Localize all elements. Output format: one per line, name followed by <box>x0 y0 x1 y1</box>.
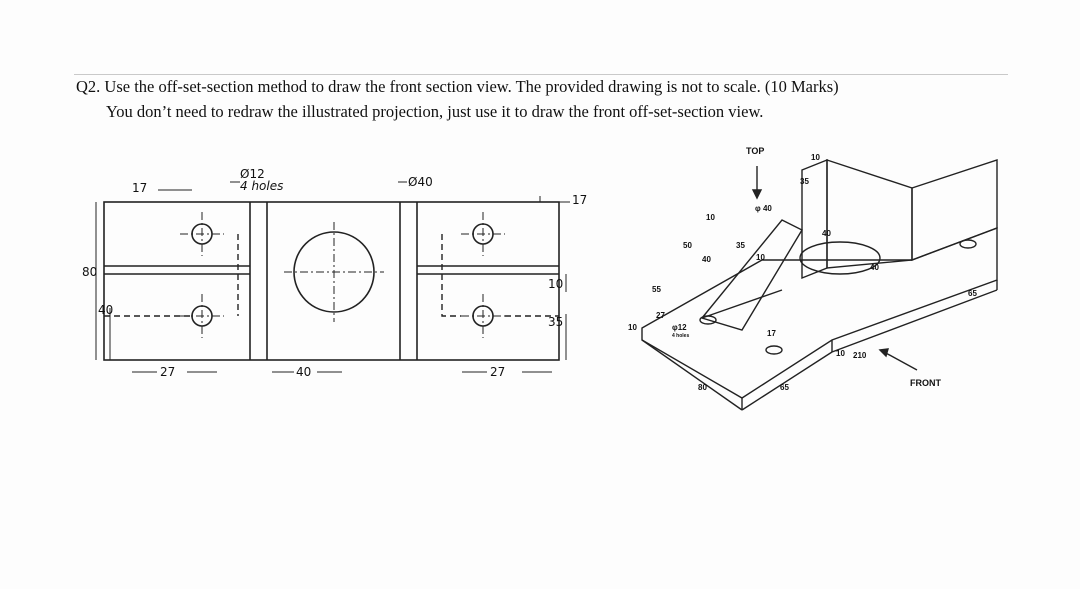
iso-hole-right <box>959 239 977 249</box>
dim-bottom-mid-40: 40 <box>296 365 311 379</box>
iso-dim-10-top: 10 <box>811 153 820 162</box>
iso-dim-10-b: 10 <box>756 253 765 262</box>
iso-hole-count: 4 holes <box>672 333 689 339</box>
iso-dim-40-b: 40 <box>822 229 831 238</box>
center-hole-label: Ø40 <box>408 175 433 189</box>
iso-dim-10-left: 10 <box>628 323 637 332</box>
iso-dim-35-b: 35 <box>736 241 745 250</box>
iso-bore <box>799 241 881 275</box>
section-path <box>104 234 559 317</box>
iso-dim-17: 17 <box>767 329 776 338</box>
center-bore <box>293 231 375 313</box>
top-label: TOP <box>746 146 764 156</box>
dim-right-35: 35 <box>548 315 563 329</box>
iso-dim-10-c: 10 <box>836 349 845 358</box>
iso-dim-210: 210 <box>853 351 867 360</box>
dim-left-17: 17 <box>132 181 147 195</box>
dim-right-10: 10 <box>548 277 563 291</box>
iso-dim-55: 55 <box>652 285 661 294</box>
top-view-outline <box>103 201 560 361</box>
iso-bore-label: φ 40 <box>755 204 772 213</box>
iso-dim-40-a: 40 <box>702 255 711 264</box>
dim-height-40: 40 <box>98 303 113 317</box>
iso-dim-27: 27 <box>656 311 665 320</box>
iso-dim-40-c: 40 <box>870 263 879 272</box>
front-label: FRONT <box>910 378 941 388</box>
iso-hole-front <box>765 345 783 355</box>
iso-hole-label: φ12 <box>672 323 687 332</box>
support-rib <box>700 219 803 331</box>
dim-height-80: 80 <box>82 265 97 279</box>
iso-hole-left <box>699 315 717 325</box>
header-rule <box>74 74 1008 75</box>
iso-dim-80: 80 <box>698 383 707 392</box>
dim-right-17: 17 <box>572 193 587 207</box>
question-line-2: You don’t need to redraw the illustrated… <box>106 102 764 121</box>
top-view-drawing: Ø12 4 holes Ø40 17 17 80 40 10 35 27 40 … <box>82 167 587 379</box>
iso-dim-10-a: 10 <box>706 213 715 222</box>
iso-dim-35-top: 35 <box>800 177 809 186</box>
hole-size-label: Ø12 <box>240 167 265 181</box>
hole-count-label: 4 holes <box>240 179 283 193</box>
iso-dim-65-right: 65 <box>968 289 977 298</box>
question-line-1: Q2. Use the off-set-section method to dr… <box>76 77 839 96</box>
dim-bottom-left-27: 27 <box>160 365 175 379</box>
iso-dim-65-bottom: 65 <box>780 383 789 392</box>
dim-bottom-right-27: 27 <box>490 365 505 379</box>
iso-dim-50: 50 <box>683 241 692 250</box>
base-plate <box>641 226 998 399</box>
isometric-drawing: TOP FRONT φ 40 φ12 4 holes 10 35 10 50 4… <box>628 146 998 411</box>
